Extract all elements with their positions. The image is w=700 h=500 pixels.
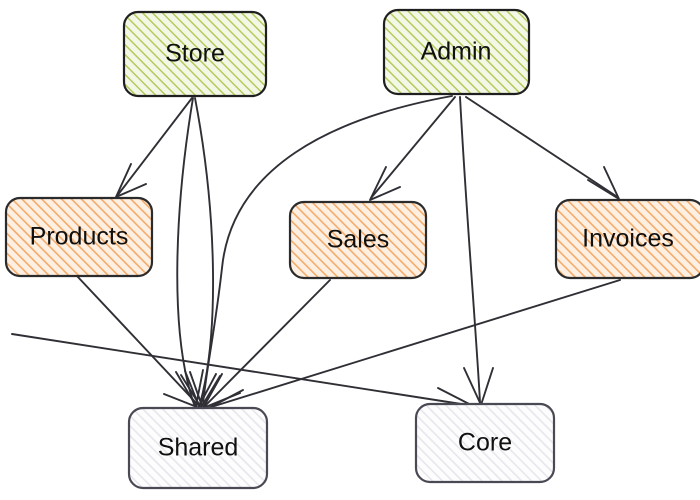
edge-sales-shared: [202, 279, 331, 409]
node-sales-box[interactable]: [288, 200, 428, 280]
node-products-box[interactable]: [4, 196, 154, 278]
edge-admin-invoices: [465, 96, 620, 200]
node-invoices[interactable]: Invoices: [554, 198, 700, 280]
node-invoices-box[interactable]: [554, 198, 700, 280]
edge-admin-sales: [369, 96, 456, 201]
node-sales[interactable]: Sales: [288, 200, 428, 280]
node-layer: Store Admin Products Sales Invoices Shar: [4, 8, 700, 490]
node-shared[interactable]: Shared: [127, 406, 269, 490]
edge-layer: [11, 95, 621, 413]
node-core-box[interactable]: [414, 402, 556, 484]
node-admin-box[interactable]: [382, 8, 531, 96]
edge-store-products: [115, 97, 193, 198]
edge-store-shared-b: [184, 97, 217, 407]
node-products[interactable]: Products: [4, 196, 154, 278]
node-store[interactable]: Store: [122, 10, 268, 98]
node-admin[interactable]: Admin: [382, 8, 531, 96]
node-core[interactable]: Core: [414, 402, 556, 484]
edge-products-shared: [76, 275, 203, 410]
node-store-box[interactable]: [122, 10, 268, 98]
edge-admin-core: [459, 96, 494, 406]
edge-invoices-shared: [204, 279, 621, 413]
node-shared-box[interactable]: [127, 406, 269, 490]
edge-admin-shared: [189, 95, 453, 407]
